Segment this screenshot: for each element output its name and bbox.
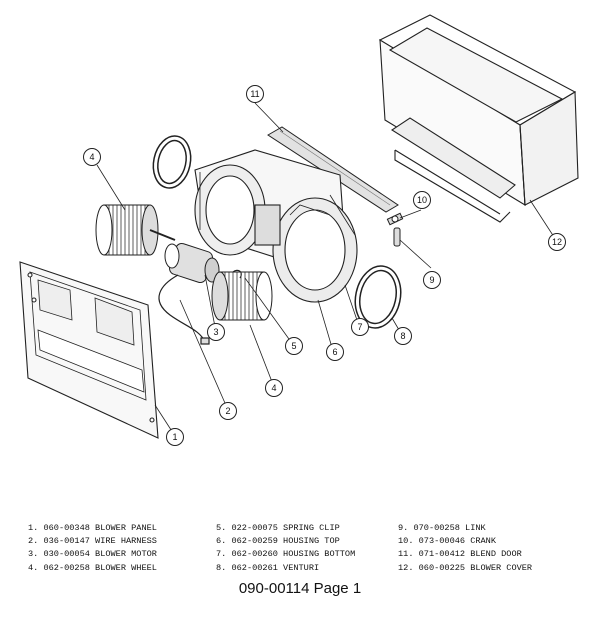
callout-2: 2 bbox=[219, 402, 237, 420]
callout-1-label: 1 bbox=[172, 432, 177, 442]
parts-column-2: 5. 022-00075 SPRING CLIP 6. 062-00259 HO… bbox=[216, 522, 355, 575]
callout-4-lower: 4 bbox=[265, 379, 283, 397]
part-item-11: 11. 071-00412 BLEND DOOR bbox=[398, 549, 522, 560]
part-item-8: 8. 062-00261 VENTURI bbox=[216, 562, 320, 573]
callout-4-lower-label: 4 bbox=[271, 383, 276, 393]
part-item-7: 7. 062-00260 HOUSING BOTTOM bbox=[216, 549, 356, 560]
callout-7: 7 bbox=[351, 318, 369, 336]
part-item-1: 1. 060-00348 BLOWER PANEL bbox=[28, 523, 157, 533]
housing-part bbox=[194, 149, 358, 303]
blower-motor-part bbox=[164, 242, 220, 284]
exploded-blower-diagram: 1 2 3 4 4 5 6 7 8 9 10 11 bbox=[19, 14, 579, 446]
callout-5-label: 5 bbox=[291, 341, 296, 351]
blend-door-part bbox=[267, 126, 399, 213]
callout-10-label: 10 bbox=[417, 195, 427, 205]
callout-6-label: 6 bbox=[332, 347, 337, 357]
wire-harness-part bbox=[158, 274, 210, 345]
callout-8-label: 8 bbox=[400, 331, 405, 341]
callout-11-label: 11 bbox=[250, 89, 259, 99]
part-item-12: 12. 060-00225 BLOWER COVER bbox=[398, 562, 533, 573]
callout-12-label: 12 bbox=[552, 237, 562, 247]
callout-5: 5 bbox=[285, 337, 303, 355]
part-item-10: 10. 073-00046 CRANK bbox=[398, 536, 496, 547]
callout-11: 11 bbox=[246, 85, 264, 103]
callout-10: 10 bbox=[413, 191, 431, 209]
callout-1: 1 bbox=[166, 428, 184, 446]
part-item-9: 9. 070-00258 LINK bbox=[398, 523, 486, 533]
callout-6: 6 bbox=[326, 343, 344, 361]
part-item-6: 6. 062-00259 HOUSING TOP bbox=[216, 536, 340, 547]
callout-7-label: 7 bbox=[357, 322, 362, 332]
callout-4-upper: 4 bbox=[83, 148, 101, 166]
link-part bbox=[393, 227, 401, 247]
parts-column-1: 1. 060-00348 BLOWER PANEL 2. 036-00147 W… bbox=[28, 522, 157, 575]
page-label: 090-00114 Page 1 bbox=[238, 580, 362, 597]
callout-4-upper-label: 4 bbox=[89, 152, 94, 162]
part-item-3: 3. 030-00054 BLOWER MOTOR bbox=[28, 549, 157, 560]
blower-cover-part bbox=[378, 14, 579, 223]
blower-wheel-upper-part bbox=[95, 204, 176, 256]
part-item-2: 2. 036-00147 WIRE HARNESS bbox=[28, 536, 157, 547]
callout-3: 3 bbox=[207, 323, 225, 341]
venturi-part-left bbox=[152, 135, 192, 189]
callout-12: 12 bbox=[548, 233, 566, 251]
parts-column-3: 9. 070-00258 LINK 10. 073-00046 CRANK 11… bbox=[398, 522, 532, 575]
crank-part bbox=[386, 212, 404, 226]
venturi-part bbox=[354, 265, 402, 329]
callout-9: 9 bbox=[423, 271, 441, 289]
blower-wheel-lower-part bbox=[211, 271, 273, 321]
part-item-4: 4. 062-00258 BLOWER WHEEL bbox=[28, 562, 157, 573]
callout-9-label: 9 bbox=[429, 275, 434, 285]
callout-2-label: 2 bbox=[225, 406, 230, 416]
part-item-5: 5. 022-00075 SPRING CLIP bbox=[216, 523, 340, 533]
blower-panel-part bbox=[19, 261, 159, 439]
callout-8: 8 bbox=[394, 327, 412, 345]
callout-3-label: 3 bbox=[213, 327, 218, 337]
